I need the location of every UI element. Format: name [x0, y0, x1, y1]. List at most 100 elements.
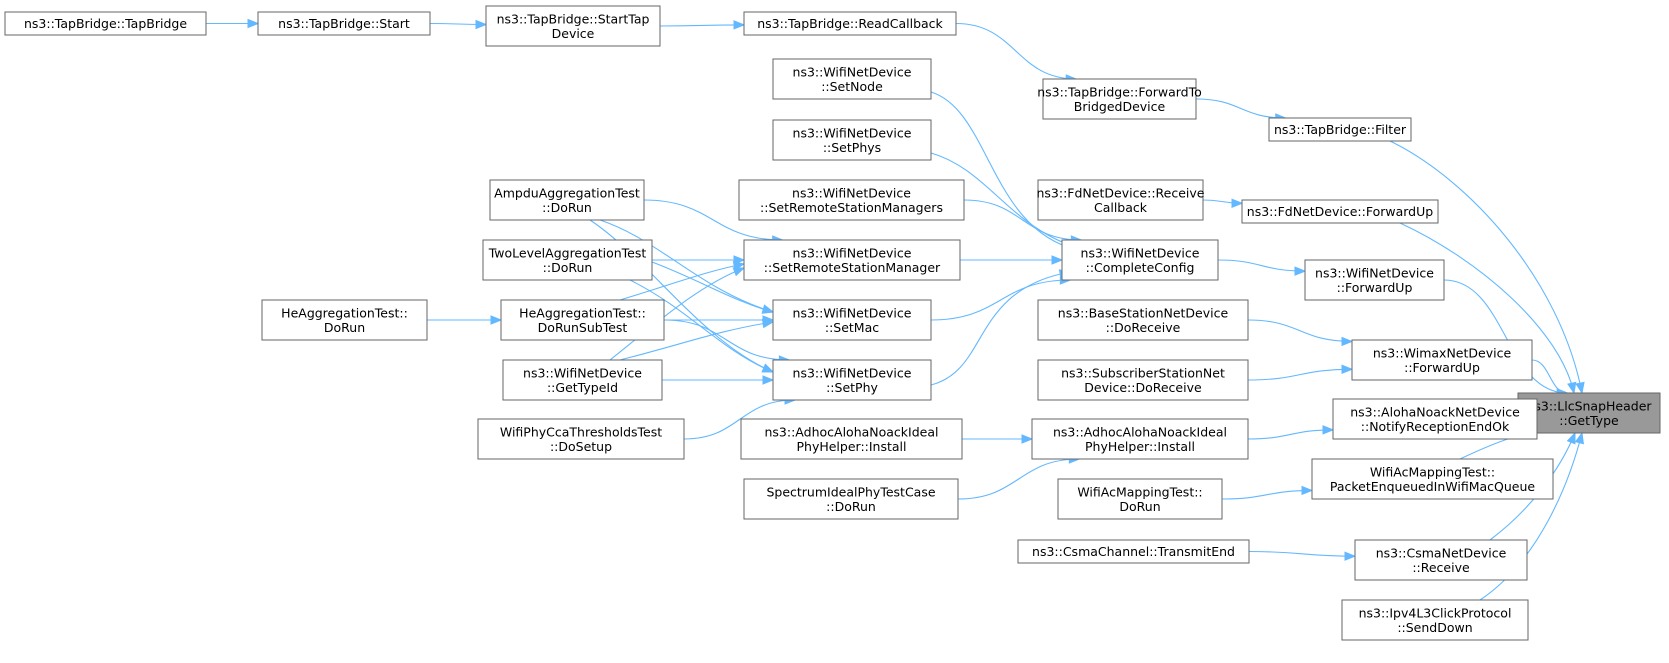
node-box [1057, 478, 1223, 520]
graph-node[interactable]: ns3::WifiNetDevice::SetPhys [772, 119, 932, 161]
node-box [1017, 539, 1250, 564]
node-label: ns3::CsmaChannel::TransmitEnd [1032, 544, 1235, 559]
edge-n1-n0 [1389, 140, 1585, 395]
graph-node[interactable]: ns3::WifiNetDevice::ForwardUp [1304, 259, 1445, 301]
node-label: DoRun [324, 320, 365, 335]
node-box [743, 11, 957, 36]
graph-node[interactable]: ns3::TapBridge::ReadCallback [743, 11, 957, 36]
node-label: WifiAcMappingTest:: [1370, 464, 1495, 479]
graph-node[interactable]: WifiAcMappingTest::PacketEnqueuedInWifiM… [1311, 458, 1554, 500]
node-box [1351, 339, 1533, 381]
graph-node[interactable]: WifiAcMappingTest::DoRun [1057, 478, 1223, 520]
node-label: ns3::WifiNetDevice [1315, 265, 1434, 280]
edge-n10-n9 [1217, 259, 1307, 276]
graph-node[interactable]: TwoLevelAggregationTest::DoRun [482, 239, 653, 281]
graph-node[interactable]: AmpduAggregationTest::DoRun [489, 179, 645, 221]
node-box [485, 5, 661, 47]
graph-node[interactable]: ns3::WifiNetDevice::SetRemoteStationMana… [738, 179, 965, 221]
node-label: ns3::FdNetDevice::ForwardUp [1247, 204, 1433, 219]
edge-n20-n19 [426, 315, 503, 325]
node-label: DoRunSubTest [538, 320, 628, 335]
graph-node[interactable]: HeAggregationTest::DoRunSubTest [500, 299, 665, 341]
graph-node[interactable]: ns3::TapBridge::Start [257, 11, 431, 36]
node-label: ns3::AlohaNoackNetDevice [1350, 404, 1520, 419]
node-label: ::DoRun [543, 260, 593, 275]
node-box [772, 299, 932, 341]
graph-node[interactable]: ns3::FdNetDevice::ForwardUp [1241, 199, 1439, 224]
node-label: ::GetType [1559, 413, 1619, 428]
node-label: Device::DoReceive [1084, 380, 1202, 395]
graph-node[interactable]: ns3::WifiNetDevice::GetTypeId [502, 359, 663, 401]
node-label: ns3::SubscriberStationNet [1061, 365, 1225, 380]
graph-node[interactable]: ns3::TapBridge::TapBridge [4, 11, 207, 36]
node-box [743, 478, 959, 520]
graph-node[interactable]: ns3::Ipv4L3ClickProtocol::SendDown [1341, 599, 1529, 641]
node-label: ns3::TapBridge::Filter [1274, 122, 1407, 137]
node-label: ns3::WifiNetDevice [793, 305, 912, 320]
node-label: ::GetTypeId [547, 380, 618, 395]
node-box [1061, 239, 1219, 281]
graph-node[interactable]: HeAggregationTest::DoRun [261, 299, 428, 341]
node-box [261, 299, 428, 341]
node-label: PhyHelper::Install [796, 439, 906, 454]
node-label: PhyHelper::Install [1085, 439, 1195, 454]
focus-node[interactable]: ns3::LlcSnapHeader::GetType [1517, 392, 1661, 434]
node-label: BridgedDevice [1074, 99, 1166, 114]
edges-layer [206, 18, 1585, 601]
node-label: ns3::WifiNetDevice [523, 365, 642, 380]
node-label: WifiAcMappingTest:: [1077, 484, 1202, 499]
node-box [477, 418, 685, 460]
node-label: ::SetMac [825, 320, 879, 335]
node-box [1341, 599, 1529, 641]
edge-n6-n5 [206, 18, 260, 29]
node-box [1354, 539, 1528, 581]
node-label: HeAggregationTest:: [519, 305, 646, 320]
node-box [482, 239, 653, 281]
node-label: ns3::WifiNetDevice [793, 365, 912, 380]
node-label: DoRun [1119, 499, 1160, 514]
graph-node[interactable]: WifiPhyCcaThresholdsTest::DoSetup [477, 418, 685, 460]
graph-node[interactable]: ns3::CsmaChannel::TransmitEnd [1017, 539, 1250, 564]
node-label: ns3::TapBridge::Start [278, 16, 410, 31]
edge-n25-n23 [1247, 364, 1354, 381]
edge-n3-n2 [955, 22, 1078, 84]
node-box [740, 418, 963, 460]
graph-node[interactable]: ns3::SubscriberStationNetDevice::DoRecei… [1037, 359, 1249, 401]
graph-node[interactable]: ns3::BaseStationNetDevice::DoReceive [1037, 299, 1249, 341]
graph-node[interactable]: ns3::AdhocAlohaNoackIdealPhyHelper::Inst… [1031, 418, 1249, 460]
graph-node[interactable]: ns3::WifiNetDevice::SetRemoteStationMana… [743, 239, 961, 281]
edge-n18-n14 [652, 255, 746, 265]
node-label: ns3::TapBridge::ForwardTo [1037, 84, 1202, 99]
node-label: ::DoRun [826, 499, 876, 514]
graph-node[interactable]: ns3::WifiNetDevice::SetNode [772, 58, 932, 100]
node-box [1037, 179, 1204, 221]
edge-n21-n16 [661, 375, 775, 385]
graph-node[interactable]: ns3::WifiNetDevice::SetPhy [772, 359, 932, 401]
node-label: ns3::WifiNetDevice [793, 64, 912, 79]
node-box [500, 299, 665, 341]
graph-node[interactable]: ns3::WimaxNetDevice::ForwardUp [1351, 339, 1533, 381]
edge-n19-n16 [663, 319, 791, 365]
node-label: Callback [1094, 200, 1148, 215]
node-label: ::DoReceive [1106, 320, 1181, 335]
node-label: ns3::BaseStationNetDevice [1058, 305, 1229, 320]
graph-node[interactable]: SpectrumIdealPhyTestCase::DoRun [743, 478, 959, 520]
node-box [772, 119, 932, 161]
graph-node[interactable]: ns3::TapBridge::Filter [1268, 117, 1412, 142]
node-box [772, 58, 932, 100]
graph-node[interactable]: ns3::WifiNetDevice::CompleteConfig [1061, 239, 1219, 281]
node-box [1268, 117, 1412, 142]
node-box [1332, 398, 1538, 440]
graph-node[interactable]: ns3::AlohaNoackNetDevice::NotifyReceptio… [1332, 398, 1538, 440]
graph-node[interactable]: ns3::AdhocAlohaNoackIdealPhyHelper::Inst… [740, 418, 963, 460]
node-label: ns3::AdhocAlohaNoackIdeal [1053, 424, 1227, 439]
graph-node[interactable]: ns3::CsmaNetDevice::Receive [1354, 539, 1528, 581]
node-box [1037, 359, 1249, 401]
graph-node[interactable]: ns3::WifiNetDevice::SetMac [772, 299, 932, 341]
node-label: ns3::TapBridge::ReadCallback [757, 16, 943, 31]
node-label: ::SetPhy [826, 380, 878, 395]
